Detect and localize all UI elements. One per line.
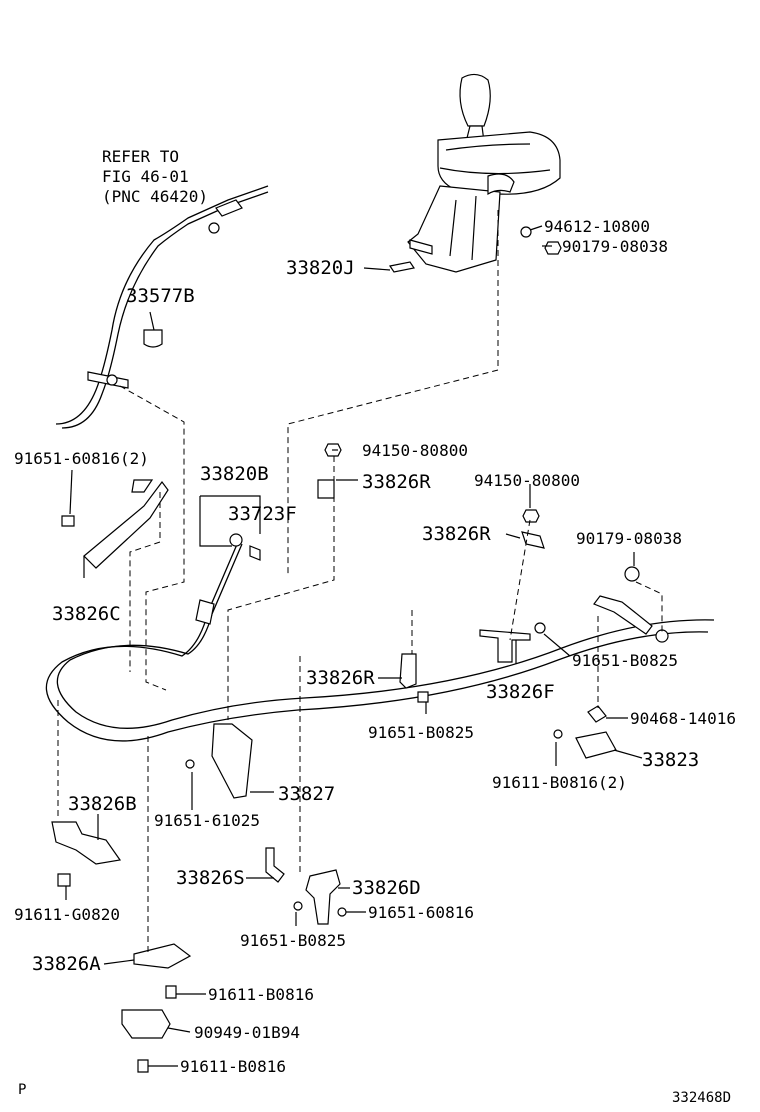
part-33577B: 33577B bbox=[126, 285, 195, 307]
control-cable bbox=[45, 185, 715, 742]
part-33826F: 33826F bbox=[486, 681, 555, 703]
part-94150-80800-a: 94150-80800 bbox=[362, 441, 468, 460]
part-33826S: 33826S bbox=[176, 867, 245, 889]
part-33826R-b: 33826R bbox=[422, 523, 491, 545]
leader-lines bbox=[65, 225, 643, 1067]
part-33820B: 33820B bbox=[200, 463, 269, 485]
part-33827: 33827 bbox=[278, 783, 335, 805]
part-33820J: 33820J bbox=[286, 257, 355, 279]
corner-mark: P bbox=[18, 1082, 26, 1098]
part-33723F: 33723F bbox=[228, 503, 297, 525]
part-33826D: 33826D bbox=[352, 877, 421, 899]
part-91611-G0820: 91611-G0820 bbox=[14, 905, 120, 924]
part-33823: 33823 bbox=[642, 749, 699, 771]
part-33826C: 33826C bbox=[52, 603, 121, 625]
part-91651-B0825-a: 91651-B0825 bbox=[572, 651, 678, 670]
part-91651-B0825-b: 91651-B0825 bbox=[368, 723, 474, 742]
part-33826B: 33826B bbox=[68, 793, 137, 815]
part-94612-10800: 94612-10800 bbox=[544, 217, 650, 236]
refer-line-3: (PNC 46420) bbox=[102, 187, 208, 206]
labels: REFER TO FIG 46-01 (PNC 46420) 33577B 33… bbox=[14, 147, 736, 1106]
part-90949-01B94: 90949-01B94 bbox=[194, 1023, 300, 1042]
part-33826R-a: 33826R bbox=[362, 471, 431, 493]
part-91651-B0825-c: 91651-B0825 bbox=[240, 931, 346, 950]
refer-line-2: FIG 46-01 bbox=[102, 167, 189, 186]
part-33826R-c: 33826R bbox=[306, 667, 375, 689]
part-91651-61025: 91651-61025 bbox=[154, 811, 260, 830]
part-94150-80800-b: 94150-80800 bbox=[474, 471, 580, 490]
part-90179-08038-right: 90179-08038 bbox=[576, 529, 682, 548]
part-33826A: 33826A bbox=[32, 953, 101, 975]
part-shapes bbox=[51, 226, 640, 1073]
part-90468-14016: 90468-14016 bbox=[630, 709, 736, 728]
part-91611-B0816-2: 91611-B0816(2) bbox=[492, 773, 627, 792]
part-90179-08038-top: 90179-08038 bbox=[562, 237, 668, 256]
part-91651-60816-2: 91651-60816(2) bbox=[14, 449, 149, 468]
figure-code: 332468D bbox=[672, 1090, 731, 1106]
refer-line-1: REFER TO bbox=[102, 147, 179, 166]
alignment-lines bbox=[57, 210, 663, 952]
part-91611-B0816-b: 91611-B0816 bbox=[180, 1057, 286, 1076]
shift-lever-assembly bbox=[407, 73, 561, 273]
part-91611-B0816-a: 91611-B0816 bbox=[208, 985, 314, 1004]
part-91651-60816: 91651-60816 bbox=[368, 903, 474, 922]
